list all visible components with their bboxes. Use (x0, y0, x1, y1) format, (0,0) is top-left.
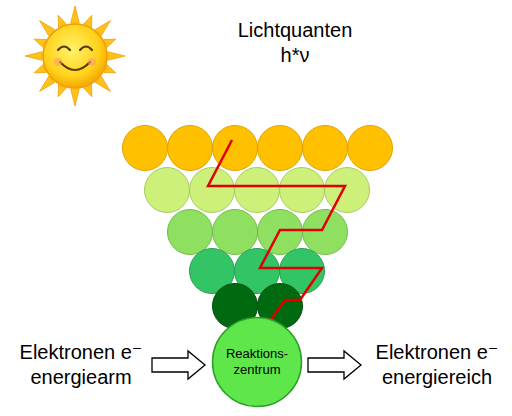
sun-cheek (54, 58, 62, 66)
sun-eye (58, 47, 70, 51)
pigment-circle (145, 168, 190, 213)
hollow-arrow (152, 351, 205, 379)
pigment-circle (303, 210, 348, 255)
sun-ray (108, 52, 125, 61)
pigment-circle (213, 210, 258, 255)
pigment-circle (123, 126, 168, 171)
sun-rays (25, 6, 125, 106)
sun-disc (43, 24, 107, 88)
pigment-circle (303, 126, 348, 171)
pigment-circle (168, 210, 213, 255)
hollow-arrow (308, 351, 361, 379)
node-label: Reaktions- zentrum (221, 346, 293, 378)
sun-ray (25, 52, 42, 61)
pigment-circle (235, 168, 280, 213)
pigment-circle (258, 126, 303, 171)
pigment-circle (325, 168, 370, 213)
electron-label: Elektronen e⁻ energiereich (364, 340, 510, 390)
sun-ray (71, 89, 80, 106)
sun-eye (80, 47, 92, 51)
energy-transfer-path (208, 140, 345, 340)
pigment-circle (280, 168, 325, 213)
pigment-circle (190, 168, 235, 213)
sun-smile (60, 62, 90, 70)
antenna-pigments (123, 126, 393, 329)
pigment-circle (348, 126, 393, 171)
reaction-center-circle (213, 318, 302, 407)
sun-illustration (25, 6, 125, 106)
sun-cheek (88, 58, 96, 66)
reaction-center: Reaktions- zentrum (211, 316, 303, 408)
pigment-circle (168, 126, 213, 171)
light-label: Lichtquanten h*ν (232, 18, 358, 68)
sun-ray (71, 6, 80, 23)
electron-label: Elektronen e⁻ energiearm (8, 340, 154, 390)
